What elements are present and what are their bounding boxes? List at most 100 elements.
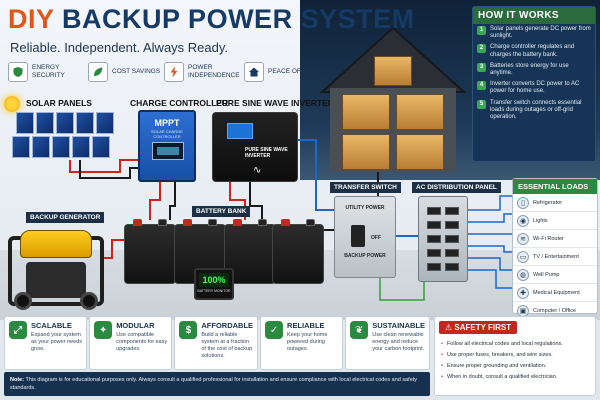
battery-terminal-positive <box>233 219 242 226</box>
title-main: BACKUP POWER SYSTEM <box>62 4 415 34</box>
shield-icon <box>8 62 28 82</box>
room-window <box>374 56 412 86</box>
expand-icon: ⤢ <box>9 321 27 339</box>
battery-terminal-negative <box>306 219 315 226</box>
solar-cell <box>16 112 34 134</box>
solar-cell <box>96 112 114 134</box>
safety-title: ⚠ SAFETY FIRST <box>439 321 518 334</box>
bulb-icon: ◉ <box>517 214 529 227</box>
benefit-label: Peace of Mind <box>268 68 320 75</box>
breaker <box>427 263 441 271</box>
fridge-icon: ▯ <box>517 196 529 209</box>
medical-icon: ✚ <box>517 286 529 299</box>
breaker <box>445 207 459 215</box>
wire-acpanel-loads-1 <box>468 195 512 211</box>
breaker <box>427 249 441 257</box>
feature-title: Reliable <box>287 321 325 330</box>
how-it-works-title: HOW IT WORKS <box>473 7 595 24</box>
safety-item: Ensure proper grounding and ventilation. <box>441 361 591 372</box>
wire-panel-controller-pos <box>69 159 138 173</box>
pump-icon: ◍ <box>517 268 529 281</box>
wire-acpanel-loads-4 <box>468 245 512 253</box>
breaker <box>445 235 459 243</box>
step-number: 5 <box>477 99 486 109</box>
wire-acpanel-loads-5 <box>468 257 512 271</box>
feature-text: Keep your home powered during outages. <box>287 332 328 352</box>
battery <box>272 219 324 284</box>
wire-panel-controller-neg <box>79 160 138 179</box>
leaf-icon <box>88 62 108 82</box>
wire-acpanel-loads-6 <box>468 269 512 289</box>
transfer-switch: UTILITY POWER OFF BACKUP POWER <box>334 196 396 278</box>
tv-icon: ▭ <box>517 250 529 263</box>
breaker <box>445 249 459 257</box>
computer-icon: ▣ <box>517 304 529 317</box>
ac-distribution-panel <box>418 196 468 282</box>
battery-monitor: 100% BATTERY MONITOR <box>194 268 234 300</box>
feature-title: Scalable <box>31 321 72 330</box>
step-text: Solar panels generate DC power from sunl… <box>490 26 591 40</box>
benefit-cost-savings: Cost Savings <box>88 60 164 84</box>
battery-terminal-negative <box>258 219 267 226</box>
wifi-icon: ≋ <box>517 232 529 245</box>
load-label: Lights <box>533 217 548 224</box>
feature-text: Use clean renewable energy and reduce yo… <box>372 332 425 352</box>
room-window <box>396 134 444 170</box>
load-item: ◉ Lights <box>513 212 597 230</box>
load-label: TV / Entertainment <box>533 253 579 260</box>
safety-item: Use proper fuses, breakers, and wire siz… <box>441 350 591 361</box>
benefit-label: Energy Security <box>32 64 65 79</box>
feature-title: Sustainable <box>372 321 426 330</box>
title-accent: DIY <box>8 4 55 34</box>
safety-item: Follow all electrical codes and local re… <box>441 339 591 350</box>
mppt-title: MPPT <box>154 118 180 128</box>
benefit-energy-security: Energy Security <box>8 60 84 84</box>
load-item: ◍ Well Pump <box>513 266 597 284</box>
feature-title: Affordable <box>201 321 254 330</box>
backup-generator <box>8 230 106 310</box>
solar-panel-array <box>6 112 126 162</box>
sine-wave-icon: ∿ <box>253 165 262 176</box>
home-icon <box>244 62 264 82</box>
safety-list: Follow all electrical codes and local re… <box>441 339 591 383</box>
load-label: Wi-Fi Router <box>533 235 564 242</box>
breaker <box>445 221 459 229</box>
battery-terminal-positive <box>281 219 290 226</box>
lightning-icon <box>164 62 184 82</box>
wire-acpanel-loads-2 <box>468 213 512 223</box>
features-row: ⤢ ScalableExpand your system as your pow… <box>4 316 431 370</box>
wire-generator <box>100 239 124 259</box>
solar-cell <box>56 112 74 134</box>
room-window <box>342 94 390 130</box>
feature-card: ⤢ ScalableExpand your system as your pow… <box>4 316 88 370</box>
load-item: ▭ TV / Entertainment <box>513 248 597 266</box>
load-item: ✚Medical Equipment <box>513 284 597 302</box>
battery-terminal-positive <box>133 219 142 226</box>
load-label: Refrigerator <box>533 199 563 206</box>
step-number: 3 <box>477 62 486 72</box>
battery-monitor-caption: BATTERY MONITOR <box>197 289 231 293</box>
battery-terminal-negative <box>158 219 167 226</box>
transfer-utility-label: UTILITY POWER <box>345 205 385 211</box>
step-text: Transfer switch connects essential loads… <box>490 99 582 121</box>
charge-controller: MPPT SOLAR CHARGE CONTROLLER <box>138 110 196 182</box>
wire-ground <box>379 278 425 301</box>
note-label: Note: <box>10 377 25 383</box>
solar-cell <box>72 136 90 158</box>
wire-controller-battery-pos <box>149 182 161 220</box>
page-subtitle: Reliable. Independent. Always Ready. <box>10 40 229 55</box>
controller-display <box>152 142 184 160</box>
safety-panel: ⚠ SAFETY FIRST Follow all electrical cod… <box>434 316 596 396</box>
solar-cell <box>52 136 70 158</box>
feature-card: ✦ ModularUse compatible components for e… <box>89 316 173 370</box>
inverter: PURE SINE WAVE INVERTER ∿ <box>212 112 298 182</box>
house-outline <box>319 26 467 172</box>
feature-title: Modular <box>116 321 155 330</box>
load-label: Well Pump <box>533 271 560 278</box>
dollar-icon: $ <box>179 321 198 339</box>
label-inverter: PURE SINE WAVE INVERTER <box>216 98 334 108</box>
